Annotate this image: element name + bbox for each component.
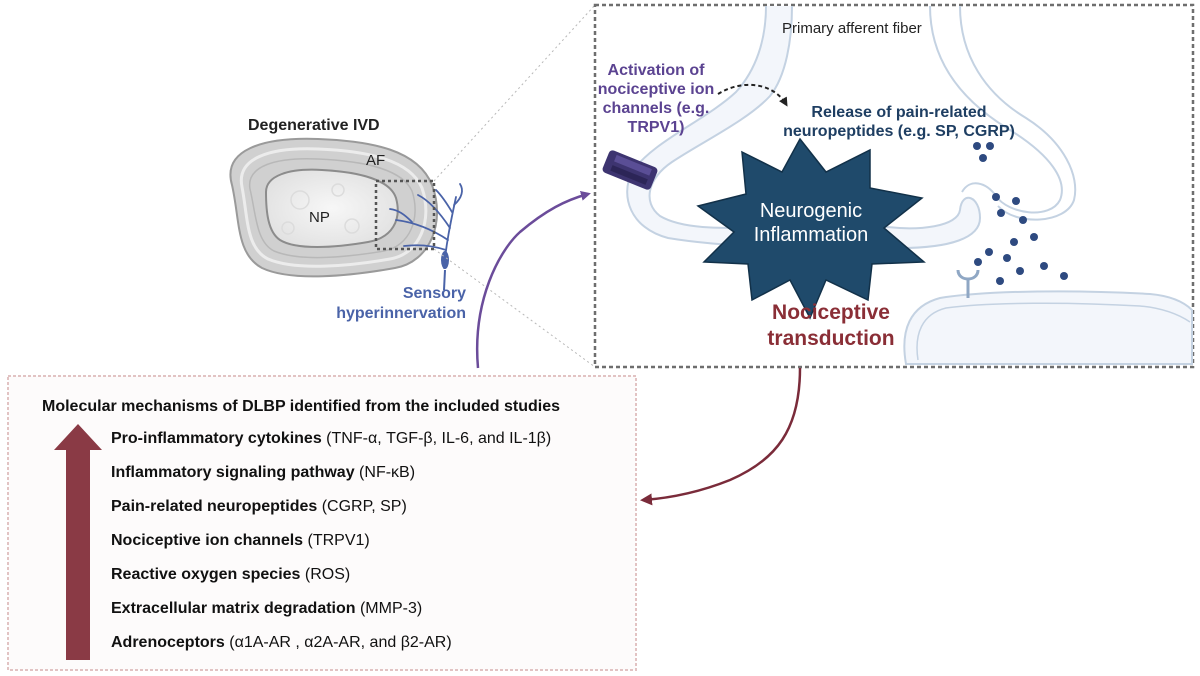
nociceptive-transduction-label: Nociceptive transduction [767, 301, 895, 350]
mechanism-name: Adrenoceptors [111, 634, 225, 651]
upregulation-arrow [54, 424, 102, 660]
receptor-icon [956, 269, 980, 298]
neuropeptide-vesicles [973, 142, 1068, 285]
zoom-region-box [374, 179, 436, 251]
mechanism-item: Extracellular matrix degradation (MMP-3) [111, 598, 551, 632]
mechanism-item: Inflammatory signaling pathway (NF-κB) [111, 462, 551, 496]
disc-title: Degenerative IVD [248, 117, 380, 134]
transduction-to-mechanisms-arrow [640, 367, 802, 506]
nucleus-pulposus [264, 168, 399, 248]
zoom-guide-bottom [433, 248, 596, 368]
mechanism-name: Nociceptive ion channels [111, 532, 304, 549]
zoom-guide-top [433, 4, 596, 182]
mechanism-item: Nociceptive ion channels (TRPV1) [111, 530, 551, 564]
annulus-fibrosus-label: AF [366, 152, 386, 169]
mechanism-detail: (MMP-3) [355, 600, 423, 617]
mechanisms-title: Molecular mechanisms of DLBP identified … [42, 398, 561, 415]
mechanism-detail: (α1A-AR , α2A-AR, and β2-AR) [224, 634, 452, 651]
activation-to-release-arrow [717, 83, 788, 107]
neurogenic-inflammation-label: Neurogenic Inflammation [753, 200, 869, 246]
nerve-cell-body [441, 251, 449, 269]
mechanisms-box [7, 375, 637, 671]
mechanism-item: Adrenoceptors (α1A-AR , α2A-AR, and β2-A… [111, 632, 551, 666]
mechanism-name: Inflammatory signaling pathway [111, 464, 355, 481]
neuropeptide-release-label: Release of pain-related neuropeptides (e… [783, 104, 1015, 140]
mechanism-detail: (CGRP, SP) [317, 498, 407, 515]
mechanism-detail: (TRPV1) [303, 532, 370, 549]
primary-afferent-fiber-label: Primary afferent fiber [782, 20, 922, 37]
mechanism-name: Reactive oxygen species [111, 566, 301, 583]
mechanism-name: Pain-related neuropeptides [111, 498, 318, 515]
mechanism-item: Pro-inflammatory cytokines (TNF-α, TGF-β… [111, 428, 551, 462]
mechanism-detail: (NF-κB) [354, 464, 416, 481]
mechanism-detail: (TNF-α, TGF-β, IL-6, and IL-1β) [321, 430, 552, 447]
mechanism-item: Reactive oxygen species (ROS) [111, 564, 551, 598]
sensory-hyperinnervation-label: Sensory hyperinnervation [336, 285, 466, 322]
mechanisms-list: Pro-inflammatory cytokines (TNF-α, TGF-β… [111, 428, 551, 666]
ion-channel-activation-label: Activation of nociceptive ion channels (… [597, 62, 715, 136]
neurogenic-inflammation-burst [696, 137, 926, 320]
mechanism-item: Pain-related neuropeptides (CGRP, SP) [111, 496, 551, 530]
mechanism-detail: (ROS) [300, 566, 351, 583]
postsynaptic-membrane [903, 290, 1193, 365]
mechanism-name: Pro-inflammatory cytokines [111, 430, 322, 447]
trpv1-ion-channel-icon [602, 150, 658, 190]
innervation-to-channel-arrow [475, 191, 591, 369]
ivd-disc [229, 137, 438, 278]
mechanism-name: Extracellular matrix degradation [111, 600, 356, 617]
nucleus-pulposus-label: NP [309, 209, 330, 226]
nerve-axon [443, 269, 446, 291]
